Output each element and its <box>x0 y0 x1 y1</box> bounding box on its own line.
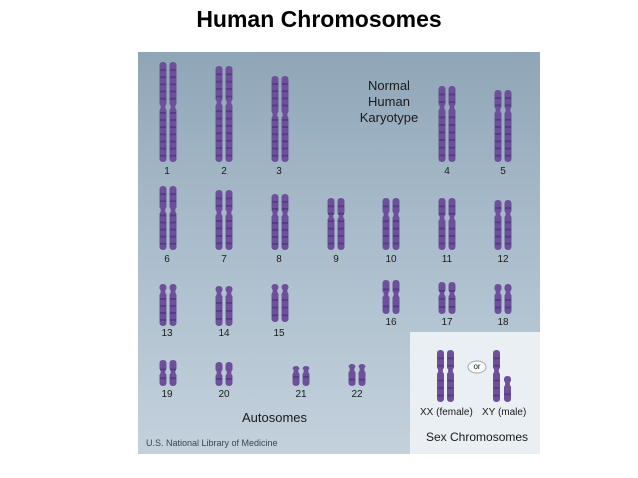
chromosome-7-b <box>225 190 233 250</box>
chromosome-number-3: 3 <box>276 166 282 177</box>
chromosome-number-17: 17 <box>441 317 453 328</box>
chromosome-13-b <box>169 284 177 326</box>
chromosome-9-a <box>327 198 335 250</box>
chromosome-21-b <box>302 366 310 386</box>
chromosome-number-8: 8 <box>276 254 282 265</box>
chromosome-14-b <box>225 286 233 326</box>
chromosome-19-a <box>159 360 167 386</box>
chromosome-number-12: 12 <box>497 254 509 265</box>
karyotype-line-2: Human <box>368 94 410 109</box>
chromosome-number-16: 16 <box>385 317 397 328</box>
chromosome-16-b <box>392 280 400 314</box>
chromosome-1-b <box>169 62 177 162</box>
chromosome-20-a <box>215 362 223 386</box>
xy-male-label: XY (male) <box>482 407 527 418</box>
or-badge <box>467 360 487 374</box>
karyotype-line-3: Karyotype <box>359 110 419 125</box>
chromosome-3-b <box>281 76 289 162</box>
chromosome-21-a <box>292 366 300 386</box>
chromosome-number-4: 4 <box>444 166 450 177</box>
chromosome-22-b <box>358 364 366 386</box>
xx-female-label: XX (female) <box>420 407 473 418</box>
chromosome-x-female-a <box>437 350 444 402</box>
chromosome-14-a <box>215 286 223 326</box>
chromosome-3-a <box>271 76 279 162</box>
chromosome-y-male <box>504 376 511 402</box>
chromosome-16-a <box>382 280 390 314</box>
chromosome-number-11: 11 <box>441 254 453 265</box>
chromosome-4-a <box>438 86 446 162</box>
chromosome-19-b <box>169 360 177 386</box>
chromosome-20-b <box>225 362 233 386</box>
chromosome-number-14: 14 <box>218 328 230 339</box>
chromosome-number-13: 13 <box>161 328 173 339</box>
chromosome-17-b <box>448 282 456 314</box>
chromosome-4-b <box>448 86 456 162</box>
chromosome-10-b <box>392 198 400 250</box>
karyotype-heading: Normal Human Karyotype <box>344 78 434 126</box>
chromosome-11-a <box>438 198 446 250</box>
sex-chromosomes-label: Sex Chromosomes <box>426 430 529 444</box>
chromosome-17-a <box>438 282 446 314</box>
chromosome-8-b <box>281 194 289 250</box>
chromosome-12-b <box>504 200 512 250</box>
chromosome-2-b <box>225 66 233 162</box>
chromosome-11-b <box>448 198 456 250</box>
chromosome-drawing <box>159 62 512 402</box>
chromosome-number-18: 18 <box>497 317 509 328</box>
chromosome-number-1: 1 <box>164 166 170 177</box>
chromosome-18-b <box>504 284 512 314</box>
chromosome-number-19: 19 <box>161 389 173 400</box>
chromosome-number-7: 7 <box>221 254 227 265</box>
sex-chromosome-box <box>410 332 540 454</box>
chromosome-x-male <box>493 350 500 402</box>
karyotype-panel: Normal Human Karyotype 1 2 3 4 5 6 7 8 9… <box>138 52 540 454</box>
chromosome-number-21: 21 <box>295 389 307 400</box>
chromosome-number-5: 5 <box>500 166 506 177</box>
chromosome-9-b <box>337 198 345 250</box>
chromosome-5-b <box>504 90 512 162</box>
chromosome-x-female-b <box>447 350 454 402</box>
chromosome-2-a <box>215 66 223 162</box>
or-label: or <box>473 362 481 371</box>
chromosome-18-a <box>494 284 502 314</box>
chromosome-number-15: 15 <box>273 328 285 339</box>
chromosome-5-a <box>494 90 502 162</box>
karyotype-line-1: Normal <box>368 78 410 93</box>
chromosome-8-a <box>271 194 279 250</box>
chromosome-number-2: 2 <box>221 166 227 177</box>
chromosome-1-a <box>159 62 167 162</box>
chromosome-number-10: 10 <box>385 254 397 265</box>
chromosome-7-a <box>215 190 223 250</box>
chromosome-22-a <box>348 364 356 386</box>
credit-text: U.S. National Library of Medicine <box>146 438 278 448</box>
chromosome-number-6: 6 <box>164 254 170 265</box>
chromosome-10-a <box>382 198 390 250</box>
chromosome-15-a <box>271 284 279 322</box>
chromosome-number-9: 9 <box>333 254 339 265</box>
chromosome-15-b <box>281 284 289 322</box>
chromosome-13-a <box>159 284 167 326</box>
chromosome-number-22: 22 <box>351 389 363 400</box>
chromosome-6-b <box>169 186 177 250</box>
slide-title: Human Chromosomes <box>196 6 442 32</box>
chromosome-12-a <box>494 200 502 250</box>
chromosome-6-a <box>159 186 167 250</box>
chromosome-number-20: 20 <box>218 389 230 400</box>
autosomes-label: Autosomes <box>242 410 308 425</box>
